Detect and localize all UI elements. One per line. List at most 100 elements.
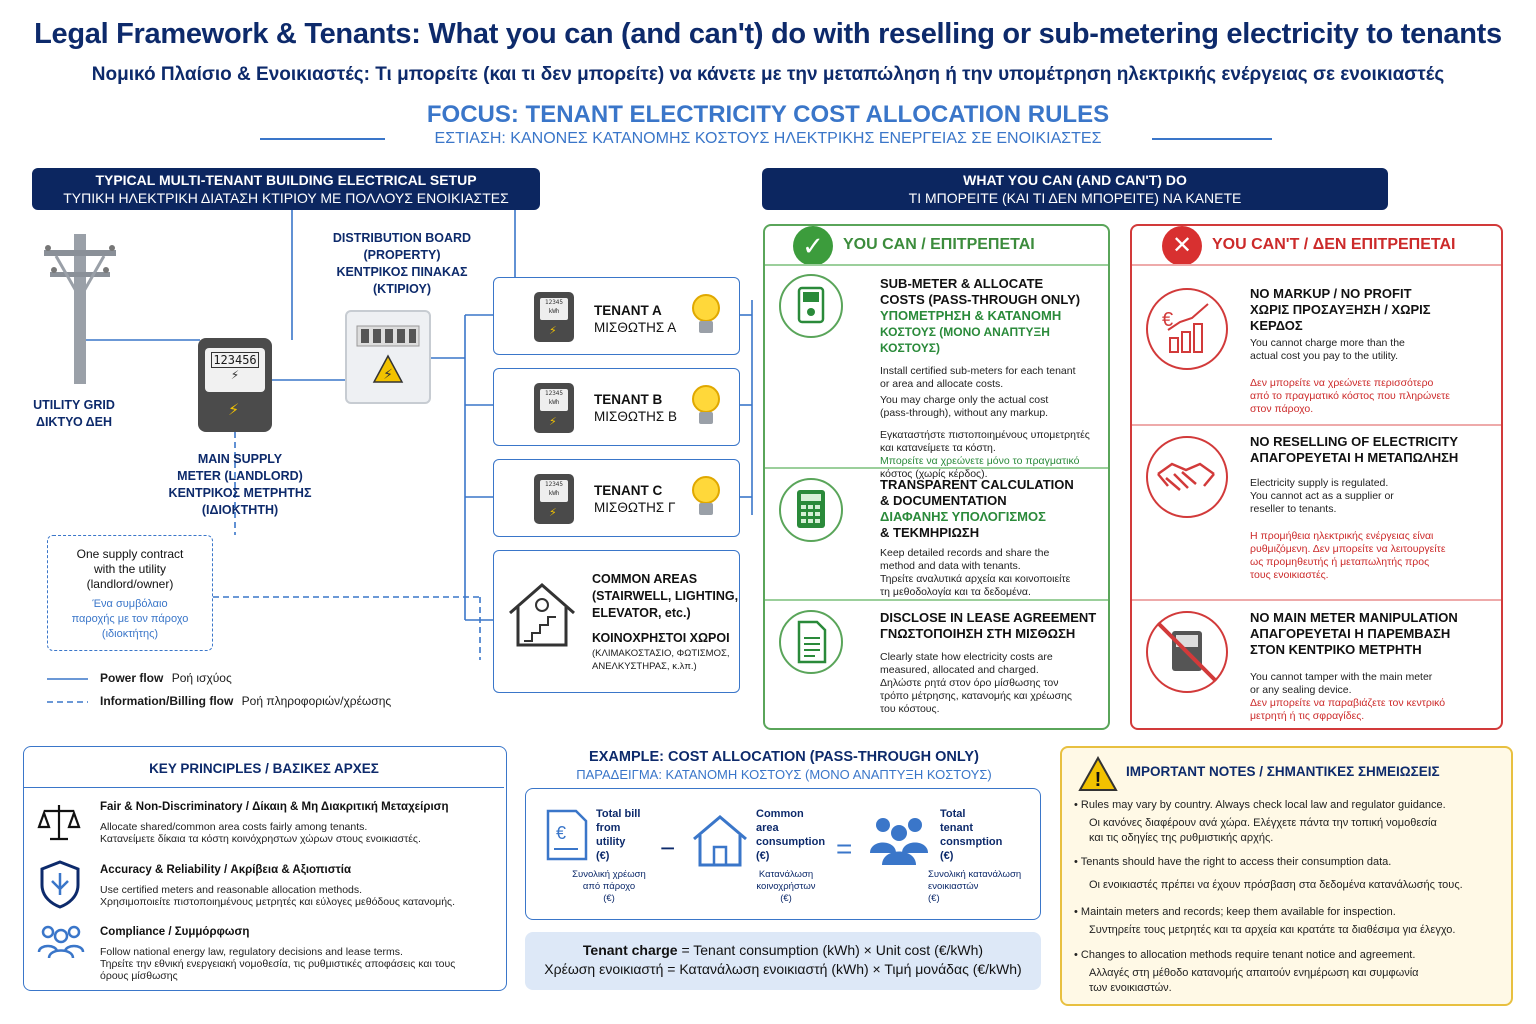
you-can-divider-top <box>765 264 1108 266</box>
cant1-t3: ΚΕΡΔΟΣ <box>1250 318 1303 333</box>
principle-2-d2: Χρησιμοποιείτε πιστοποιημένους μετρητές … <box>100 896 456 908</box>
contract-gr3: (ιδιοκτήτης) <box>101 628 159 640</box>
ex-b1: Common <box>756 808 804 820</box>
main-meter-l2: METER (LANDLORD) <box>177 469 303 483</box>
you-can-divider-2 <box>765 599 1108 601</box>
you-cant-divider-2 <box>1132 599 1501 601</box>
principle-2-title: Accuracy & Reliability / Ακρίβεια & Αξιο… <box>100 864 352 876</box>
submeter-icon <box>779 274 843 338</box>
main-meter-bolt-icon: ⚡ <box>230 368 240 382</box>
cant2-t2: ΑΠΑΓΟΡΕΥΕΤΑΙ Η ΜΕΤΑΠΩΛΗΣΗ <box>1250 450 1459 465</box>
svg-text:⚡: ⚡ <box>383 366 393 382</box>
principle-1-title: Fair & Non-Discriminatory / Δίκαιη & Μη … <box>100 801 449 813</box>
bill-icon: € <box>544 807 590 868</box>
legend-power-gr: Ροή ισχύος <box>171 671 232 685</box>
page-subtitle: Νομικό Πλαίσιο & Ενοικιαστές: Τι μπορείτ… <box>91 64 1445 85</box>
contract-gr2: παροχής με τον πάροχο <box>71 613 189 625</box>
ex-c3: consmption <box>940 836 1003 848</box>
main-meter-l1: MAIN SUPPLY <box>197 452 283 466</box>
cant2-d3: reseller to tenants. <box>1250 503 1337 515</box>
can2-d1: Keep detailed records and share the <box>880 547 1050 559</box>
legend-power-en: Power flow <box>100 671 164 685</box>
cant-item-1: NO MARKUP / NO PROFIT ΧΩΡΙΣ ΠΡΟΣΑΥΞΗΣΗ /… <box>1250 286 1495 416</box>
legend-power: Power flow Ροή ισχύος <box>100 671 232 685</box>
common-areas-label: COMMON AREAS (STAIRWELL, LIGHTING, ELEVA… <box>592 571 740 673</box>
can2-gd2: τη μεθοδολογία και τα δεδομένα. <box>880 586 1031 598</box>
example-total-bill: Total bill from utility (€) <box>596 807 640 863</box>
can1-gd2: και κατανείμετε τα κόστη. <box>880 442 996 454</box>
cant1-gd2: από το πραγματικό κόστος που πληρώνετε <box>1250 390 1450 402</box>
key-principles-box: KEY PRINCIPLES / ΒΑΣΙΚΕΣ ΑΡΧΕΣ Fair & No… <box>23 746 507 991</box>
tenant-b-en: TENANT B <box>594 392 663 407</box>
cant3-t3: ΣΤΟΝ ΚΕΝΤΡΙΚΟ ΜΕΤΡΗΤΗ <box>1250 642 1422 657</box>
distribution-board-icon: ⚡ <box>345 310 431 404</box>
check-icon: ✓ <box>793 226 833 266</box>
common-l5: (ΚΛΙΜΑΚΟΣΤΑΣΙΟ, ΦΩΤΙΣΜΟΣ, <box>592 648 730 659</box>
ex-c2: tenant <box>940 822 973 834</box>
utility-pole-icon <box>36 228 124 388</box>
can1-g1: ΥΠΟΜΕΤΡΗΣΗ & ΚΑΤΑΝΟΜΗ <box>880 308 1062 323</box>
tenants-group-icon <box>868 813 930 872</box>
board-l1: DISTRIBUTION BOARD <box>332 231 472 245</box>
cant3-t1: NO MAIN METER MANIPULATION <box>1250 610 1458 625</box>
can2-t2: & DOCUMENTATION <box>880 493 1007 508</box>
can1-d1: Install certified sub-meters for each te… <box>880 365 1076 377</box>
principle-3-d1: Follow national energy law, regulatory d… <box>100 946 403 958</box>
main-meter-l4: (ΙΔΙΟΚΤΗΤΗ) <box>201 503 279 517</box>
main-meter-screen: 123456 ⚡ <box>205 348 265 392</box>
svg-text:!: ! <box>1095 769 1102 791</box>
you-can-divider-1 <box>765 467 1108 469</box>
scales-icon <box>36 799 82 850</box>
common-l4: ΚΟΙΝΟΧΡΗΣΤΟΙ ΧΩΡΟΙ <box>592 631 730 645</box>
principle-3: Compliance / Συμμόρφωση Follow national … <box>100 926 500 982</box>
main-meter-label: MAIN SUPPLY METER (LANDLORD) ΚΕΝΤΡΙΚΟΣ Μ… <box>160 451 320 519</box>
you-can-header: YOU CAN / ΕΠΙΤΡΕΠΕΤΑΙ <box>843 236 1035 253</box>
example-total-tenant-gr: Συνολική κατανάλωση ενοικιαστών (€) <box>928 869 1038 905</box>
note-3: • Maintain meters and records; keep them… <box>1074 905 1506 938</box>
example-box: € Total bill from utility (€) Συνολική χ… <box>525 788 1041 920</box>
can3-gd1: Δηλώστε ρητά στον όρο μίσθωσης τον <box>880 677 1059 689</box>
setup-header-en: TYPICAL MULTI-TENANT BUILDING ELECTRICAL… <box>95 172 477 188</box>
x-mark-icon: ✕ <box>1162 226 1202 266</box>
ex-b3: consumption <box>756 836 826 848</box>
principle-3-d3: όρους μίσθωσης <box>100 970 178 982</box>
house-icon <box>690 811 750 876</box>
example-header-gr: ΠΑΡΑΔΕΙΓΜΑ: ΚΑΤΑΝΟΜΗ ΚΟΣΤΟΥΣ (ΜΟΝΟ ΑΝΑΠΤ… <box>576 767 992 782</box>
can3-gd2: τρόπο μέτρησης, κατανομής και χρέωσης <box>880 690 1072 702</box>
svg-text:€: € <box>556 823 566 843</box>
cant2-d2: You cannot act as a supplier or <box>1250 490 1394 502</box>
can1-d4: (pass-through), without any markup. <box>880 407 1049 419</box>
rules-header-en: WHAT YOU CAN (AND CAN'T) DO <box>963 172 1187 188</box>
contract-l2: with the utility <box>93 562 167 576</box>
document-icon <box>779 610 843 674</box>
formula-gr: Χρέωση ενοικιαστή = Κατανάλωση ενοικιαστ… <box>544 961 1022 977</box>
no-meter-icon <box>1146 611 1228 693</box>
main-meter-yellow-bolt-icon: ⚡ <box>228 402 240 419</box>
tenant-a-en: TENANT A <box>594 303 662 318</box>
cant1-gd3: στον πάροχο. <box>1250 403 1314 415</box>
utility-grid-label: UTILITY GRID ΔΙΚΤΥΟ ΔΕΗ <box>20 397 128 431</box>
principle-1: Fair & Non-Discriminatory / Δίκαιη & Μη … <box>100 801 500 845</box>
cant1-t2: ΧΩΡΙΣ ΠΡΟΣΑΥΞΗΣΗ / ΧΩΡΙΣ <box>1250 302 1431 317</box>
tenant-a-gr: ΜΙΣΘΩΤΗΣ Α <box>594 320 677 335</box>
ex-c4: (€) <box>940 850 954 862</box>
note-2-gr1: Οι ενοικιαστές πρέπει να έχουν πρόσβαση … <box>1089 879 1463 891</box>
can1-d3: You may charge only the actual cost <box>880 394 1049 406</box>
common-l2: (STAIRWELL, LIGHTING, <box>592 589 739 603</box>
principle-3-d2: Τηρείτε την εθνική ενεργειακή νομοθεσία,… <box>100 958 456 970</box>
formula-en-rest: = Tenant consumption (kWh) × Unit cost (… <box>677 942 984 958</box>
board-label: DISTRIBUTION BOARD (PROPERTY) ΚΕΝΤΡΙΚΟΣ … <box>322 230 482 298</box>
ex-c1: Total <box>940 808 966 820</box>
focus-divider-left <box>260 138 385 140</box>
cant2-gd2: ρυθμιζόμενη. Δεν μπορείτε να λειτουργείτ… <box>1250 543 1446 555</box>
can1-gd1: Εγκαταστήστε πιστοποιημένους υπομετρητές <box>880 429 1090 441</box>
minus-sign: − <box>660 833 676 863</box>
note-4-gr2: των ενοικιαστών. <box>1089 982 1172 994</box>
you-cant-divider-1 <box>1132 424 1501 426</box>
can-item-2: TRANSPARENT CALCULATION & DOCUMENTATION … <box>880 477 1105 599</box>
note-3-en-text: Maintain meters and records; keep them a… <box>1080 906 1396 918</box>
